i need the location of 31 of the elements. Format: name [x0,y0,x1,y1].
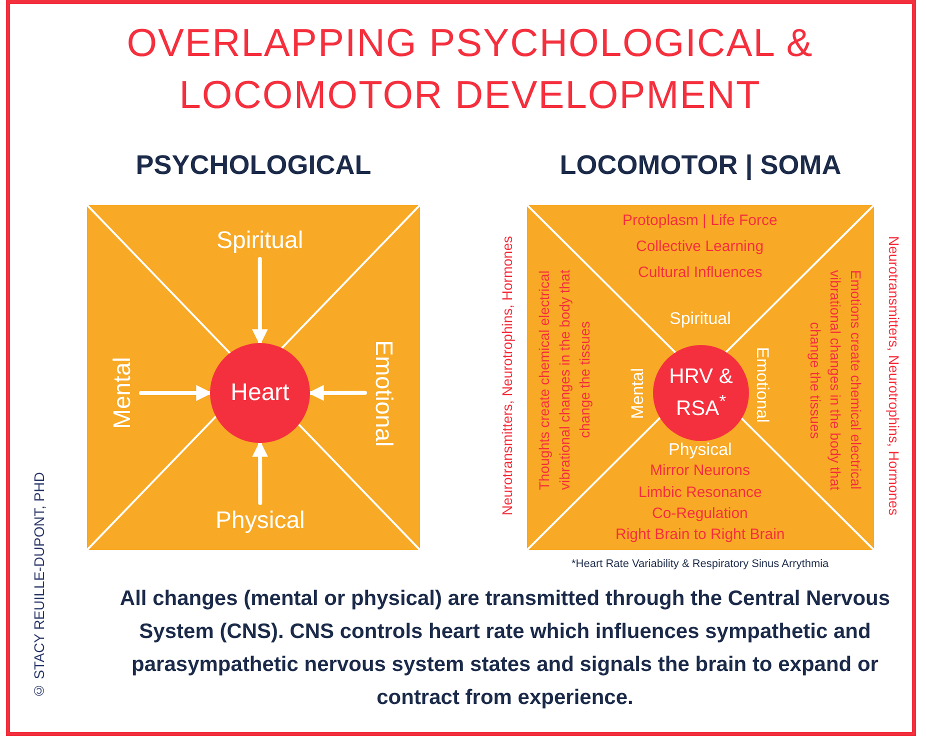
circle-node: HRV & RSA$^{*}$ [653,345,749,441]
footnote: *Heart Rate Variability & Respiratory Sinus Arrythmia [572,558,829,570]
summary-paragraph: All changes (mental or physical) are transmitted through the Central Nervous System (CNS). CNS controls heart rate which influences sympathetic and parasympathetic nervous system states and signals the brain to expand or contract from experience. [118,586,892,711]
category-label: Mental [628,368,648,419]
category-label: Emotional [369,340,397,446]
heading: PSYCHOLOGICAL [134,150,372,181]
circle-node: Heart [210,343,310,443]
category-label: Physical [668,440,732,460]
category-label: Spiritual [670,309,731,329]
side-label: Neurotransmitters, Neurotrophins, Hormones [499,236,515,515]
category-label: Emotional [752,347,772,423]
list-item: Collective Learning [636,238,764,255]
heading: LOCOMOTOR | SOMA [558,150,842,181]
arrow [252,257,268,346]
category-label: Spiritual [216,227,304,255]
list-item: Right Brain to Right Brain [616,526,785,543]
arrow [308,384,367,401]
arrow [139,385,212,401]
category-label: Mental [109,357,137,430]
title: OVERLAPPING PSYCHOLOGICAL & LOCOMOTOR DEVELOPMENT [126,21,814,119]
arrow [252,440,268,505]
side-label: Neurotransmitters, Neurotrophins, Hormones [886,236,902,515]
list-item: Protoplasm | Life Force [622,212,778,229]
list-item: Cultural Influences [638,264,762,281]
list-item: Mirror Neurons [650,462,750,479]
description-text: Emotions create chemical electrical vibrational changes in the body that change the tissues [806,268,865,492]
description-text: Thoughts create chemical electrical vibrational changes in the body that change the tissues [535,268,594,492]
list-item: Limbic Resonance [638,484,762,501]
list-item: Co-Regulation [652,505,748,522]
category-label: Physical [216,507,305,535]
copyright-note: © STACY REUILLE-DUPONT, PHD [31,472,47,699]
